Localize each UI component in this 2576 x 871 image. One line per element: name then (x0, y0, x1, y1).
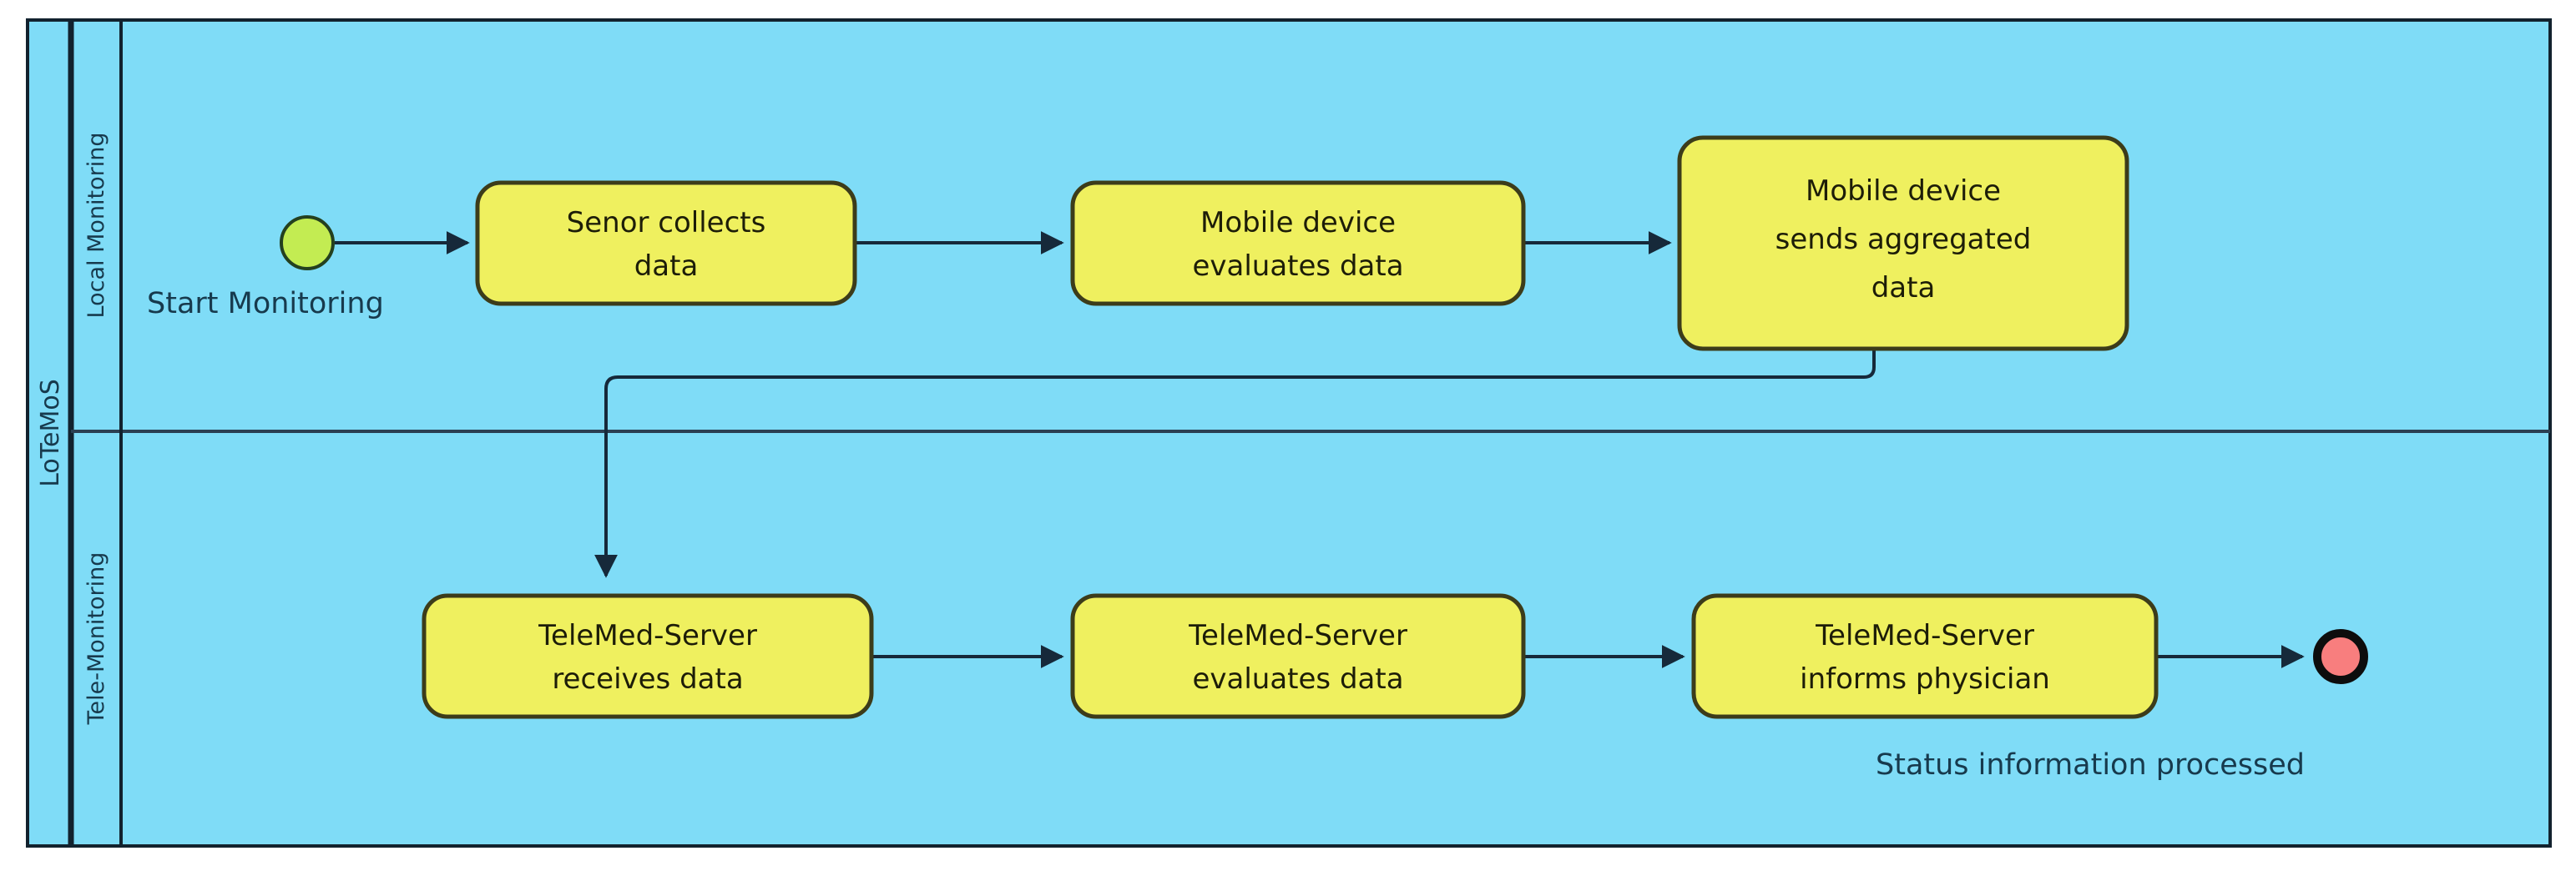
task-server-receives-box[interactable] (422, 593, 874, 719)
lane-tele-monitoring: Tele-Monitoring (83, 552, 109, 726)
pool-label: LoTeMoS (36, 379, 65, 487)
task-server-informs[interactable]: TeleMed-Server informs physician (1691, 593, 2159, 719)
task-sensor-collects-box[interactable] (475, 180, 857, 306)
start-event-caption: Start Monitoring (147, 287, 384, 320)
task-server-evaluates-box[interactable] (1070, 593, 1526, 719)
task-server-receives-line-1: TeleMed-Server (538, 619, 757, 652)
flow-send-to-receive (594, 350, 1876, 578)
task-sensor-collects-line-1: Senor collects (567, 206, 766, 239)
start-event[interactable]: Start Monitoring (147, 215, 384, 320)
task-mobile-sends-line-1: Mobile device (1806, 174, 2001, 208)
task-mobile-evaluates-box[interactable] (1070, 180, 1526, 306)
task-sensor-collects[interactable]: Senor collects data (475, 180, 857, 306)
end-event-caption: Status information processed (1876, 748, 2305, 782)
task-mobile-sends-line-2: sends aggregated (1775, 223, 2032, 256)
task-sensor-collects-line-2: data (634, 249, 699, 283)
task-mobile-sends-line-3: data (1871, 271, 1936, 305)
start-event-circle[interactable] (280, 215, 335, 270)
task-mobile-evaluates[interactable]: Mobile device evaluates data (1070, 180, 1526, 306)
task-server-receives[interactable]: TeleMed-Server receives data (422, 593, 874, 719)
task-server-evaluates-line-1: TeleMed-Server (1188, 619, 1407, 652)
task-server-evaluates-line-2: evaluates data (1192, 662, 1403, 696)
task-mobile-sends-box[interactable] (1677, 135, 2129, 351)
task-mobile-evaluates-line-1: Mobile device (1200, 206, 1396, 239)
task-server-informs-line-1: TeleMed-Server (1815, 619, 2034, 652)
task-server-informs-box[interactable] (1691, 593, 2159, 719)
lane-local-label: Local Monitoring (83, 133, 109, 319)
lane-tele-label: Tele-Monitoring (83, 552, 109, 726)
task-mobile-evaluates-line-2: evaluates data (1192, 249, 1403, 283)
end-event[interactable]: Status information processed (1876, 629, 2368, 782)
task-server-informs-line-2: informs physician (1800, 662, 2050, 696)
task-mobile-sends[interactable]: Mobile device sends aggregated data (1677, 135, 2129, 351)
end-event-circle[interactable] (2313, 629, 2368, 684)
task-server-evaluates[interactable]: TeleMed-Server evaluates data (1070, 593, 1526, 719)
task-server-receives-line-2: receives data (552, 662, 743, 696)
lane-local-monitoring: Local Monitoring (83, 133, 109, 319)
